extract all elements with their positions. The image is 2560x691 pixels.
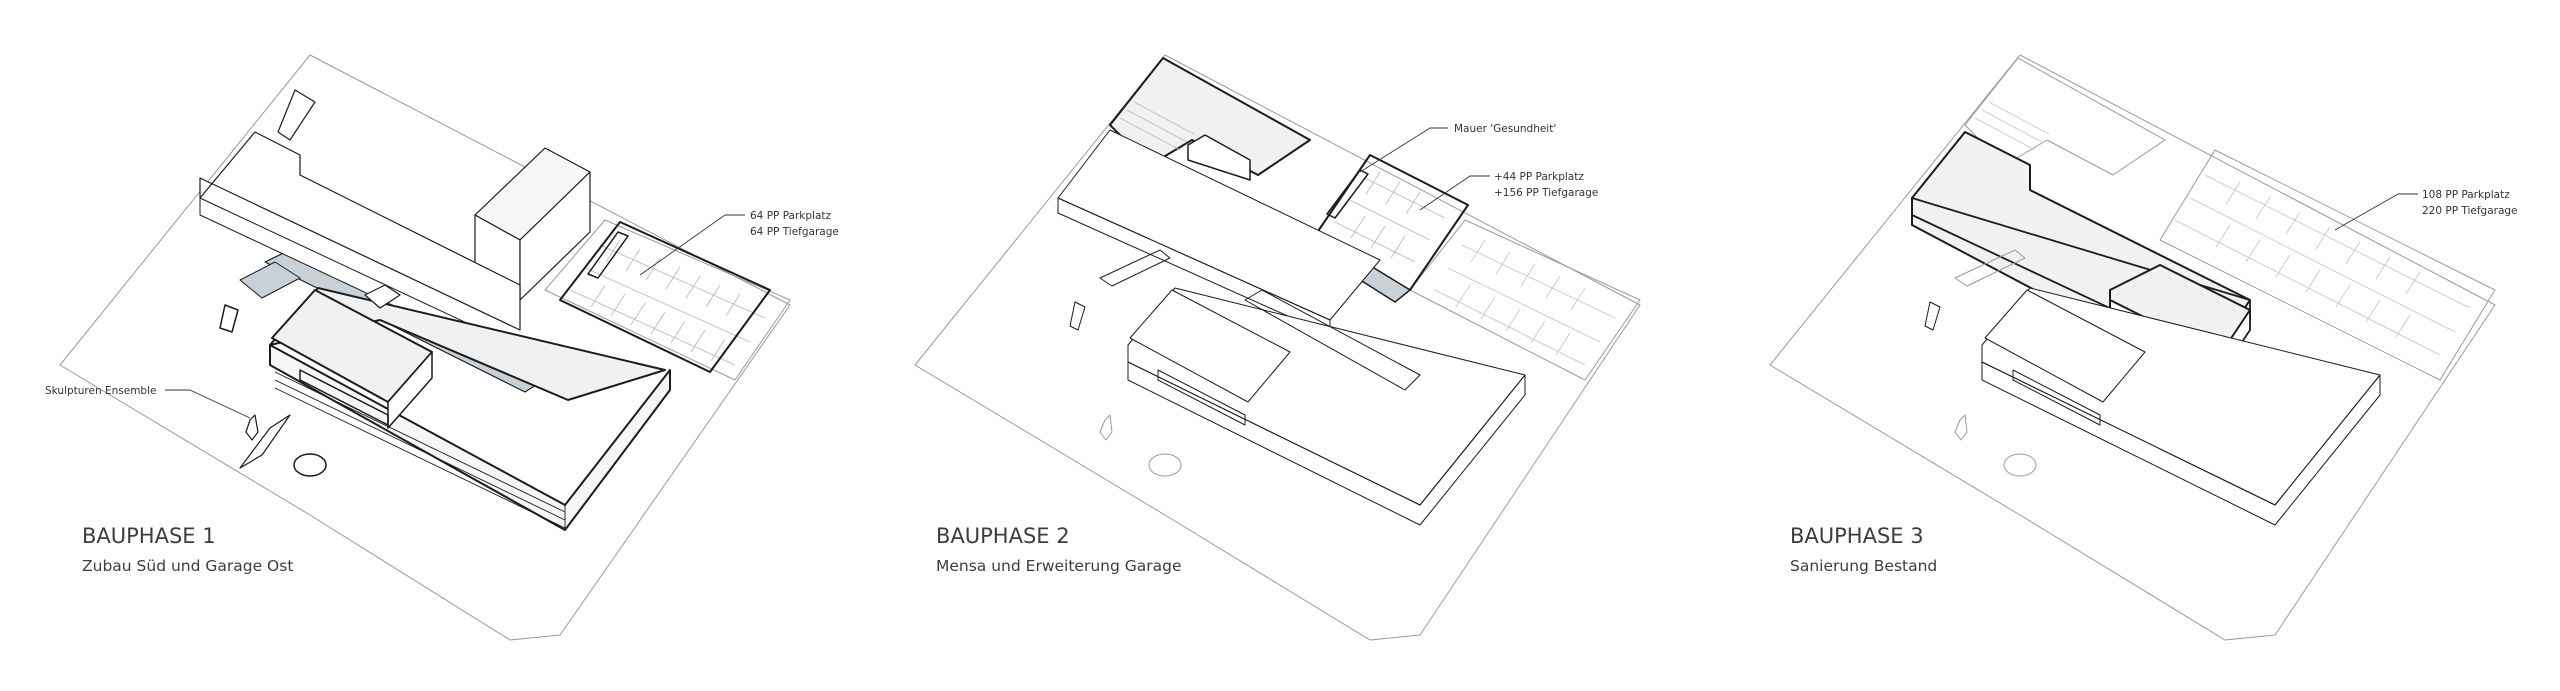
phase-title-3: BAUPHASE 3 — [1790, 524, 1924, 548]
phase-title-2: BAUPHASE 2 — [936, 524, 1070, 548]
leader-parkplatz-1 — [639, 214, 745, 276]
parking-hatch-existing — [1434, 239, 1616, 366]
mensa-hatch — [1119, 101, 1195, 151]
mensa-hatch — [1974, 101, 2050, 151]
garage-ost — [559, 221, 771, 373]
phase-subtitle-1: Zubau Süd und Garage Ost — [82, 557, 293, 575]
leader-mauer — [1359, 127, 1448, 173]
leader-skulptur — [165, 389, 251, 419]
round-plaza — [293, 453, 327, 477]
phase-title-1: BAUPHASE 1 — [82, 524, 216, 548]
zubau-slot — [1157, 369, 1246, 426]
path-strip — [239, 414, 291, 469]
annotation-parkplatz-2: +44 PP Parkplatz — [1494, 171, 1584, 183]
mensa-inner — [1187, 134, 1251, 181]
zubau-slot — [2012, 369, 2101, 426]
annotation-tiefgarage-1: 64 PP Tiefgarage — [750, 226, 839, 238]
phase-subtitle-2: Mensa und Erweiterung Garage — [936, 557, 1182, 575]
wall-strip — [1099, 249, 1171, 287]
panel-bauphase-1 — [59, 54, 791, 641]
tower-front — [519, 171, 591, 301]
annotation-parkplatz-1: 64 PP Parkplatz — [750, 210, 832, 222]
zubau-front — [1981, 361, 2381, 526]
leader-parkplatz-2 — [1419, 175, 1490, 211]
zubau-block — [1984, 289, 2146, 403]
annotation-mauer: Mauer 'Gesundheit' — [1454, 123, 1556, 135]
shed — [277, 89, 316, 141]
garage-hatch — [1334, 171, 1446, 263]
parking-lot-outline — [544, 219, 791, 381]
kiosk — [219, 304, 239, 333]
panel-bauphase-2 — [914, 54, 1641, 641]
annotation-tiefgarage-3: 220 PP Tiefgarage — [2422, 205, 2518, 217]
main-wing-roof — [199, 131, 521, 331]
zubau-block — [1129, 289, 1291, 403]
mauer-gesundheit — [1326, 169, 1369, 219]
mensa-slot — [299, 369, 389, 426]
parking-hatch-full — [2174, 174, 2471, 356]
site-boundary — [1769, 54, 2496, 641]
courtyard-west — [239, 261, 301, 299]
leader-parkplatz-3 — [2334, 193, 2418, 231]
site-boundary — [59, 54, 791, 641]
zubau-front — [1127, 361, 1526, 526]
courtyard-south — [1244, 289, 1421, 391]
phase-subtitle-3: Sanierung Bestand — [1790, 557, 1937, 575]
panel-bauphase-3 — [1769, 54, 2496, 641]
skulptur — [1099, 414, 1113, 441]
garage-ramp — [587, 231, 629, 279]
parking-hatch — [569, 239, 766, 366]
site-boundary — [914, 54, 1641, 641]
annotation-tiefgarage-2: +156 PP Tiefgarage — [1494, 187, 1598, 199]
kiosk — [1924, 301, 1941, 331]
parking-lot-existing — [1409, 219, 1641, 381]
round-plaza — [2003, 453, 2037, 477]
kiosk — [1069, 301, 1086, 331]
labels: BAUPHASE 1 Zubau Süd und Garage Ost 64 P… — [45, 123, 2518, 575]
wall-strip — [1954, 249, 2026, 287]
skulptur — [245, 414, 259, 441]
connector — [364, 284, 401, 309]
annotation-parkplatz-3: 108 PP Parkplatz — [2422, 189, 2510, 201]
round-plaza — [1148, 453, 1182, 477]
parking-lot-full — [2159, 149, 2496, 381]
annotation-skulptur: Skulpturen Ensemble — [45, 385, 156, 397]
facade-lines — [274, 371, 566, 530]
skulptur — [1954, 414, 1968, 441]
